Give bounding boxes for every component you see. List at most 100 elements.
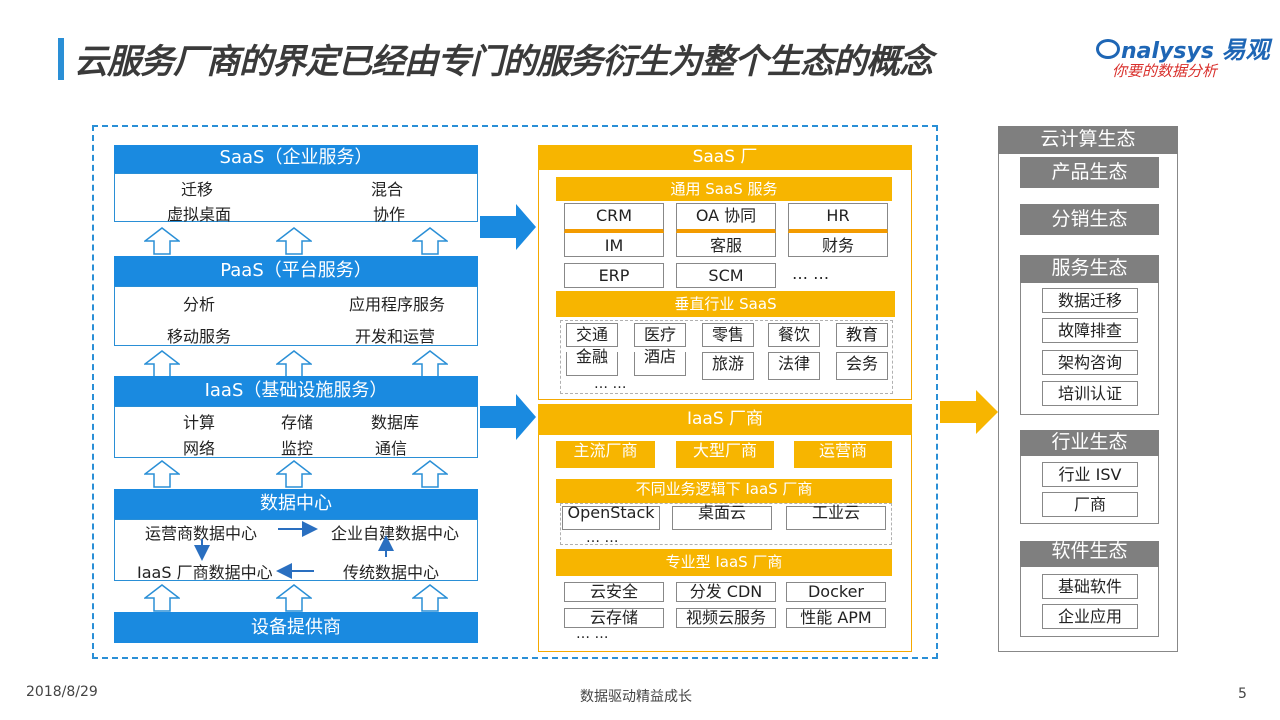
logic-iaas-cell: 工业云	[786, 505, 886, 530]
general-saas-cell: SCM	[676, 263, 776, 288]
vertical-saas-cell: 法律	[768, 352, 820, 380]
general-saas-cell: IM	[564, 233, 664, 257]
general-saas-cell: 财务	[788, 233, 888, 257]
general-saas-cell: 客服	[676, 233, 776, 257]
saas-vendor-head: SaaS 厂	[538, 145, 912, 170]
saas-item: 混合	[371, 180, 404, 199]
cloud-ecosystem-head: 云计算生态	[998, 126, 1178, 154]
up-arrow-icon	[276, 227, 312, 255]
logic-iaas-cell: 桌面云	[672, 505, 772, 530]
iaas-item: 监控	[281, 439, 314, 458]
saas-layer-head: SaaS（企业服务）	[114, 145, 478, 173]
device-provider-head: 设备提供商	[114, 612, 478, 643]
special-iaas-cell: 分发 CDN	[676, 582, 776, 602]
up-arrow-icon	[276, 460, 312, 488]
right-arrow-icon	[940, 390, 998, 434]
industry-ecosystem-head: 行业生态	[1020, 430, 1159, 456]
analysys-logo: nalysys 易观	[1096, 30, 1270, 65]
footer-date: 2018/8/29	[26, 684, 98, 700]
logo-text: nalysys	[1121, 39, 1214, 64]
logo-o-icon	[1096, 39, 1120, 59]
up-arrow-icon	[144, 460, 180, 488]
title-accent-bar	[58, 38, 64, 80]
cloud-vendor-frame	[92, 125, 938, 659]
industry-ecosystem-item: 厂商	[1042, 492, 1138, 517]
logic-iaas-more: … …	[586, 530, 619, 546]
up-arrow-icon	[144, 350, 180, 378]
iaas-type-cell: 运营商	[794, 441, 892, 468]
service-ecosystem-item: 架构咨询	[1042, 350, 1138, 375]
paas-item: 应用程序服务	[349, 295, 446, 314]
vertical-saas-cell: 旅游	[702, 352, 754, 380]
general-saas-cell: ERP	[564, 263, 664, 288]
software-ecosystem-head: 软件生态	[1020, 541, 1159, 567]
software-ecosystem-item: 基础软件	[1042, 574, 1138, 599]
vertical-saas-box	[560, 320, 893, 394]
iaas-item: 计算	[183, 413, 216, 432]
service-ecosystem-item: 培训认证	[1042, 381, 1138, 406]
datacenter-item: 企业自建数据中心	[331, 524, 460, 543]
datacenter-item: IaaS 厂商数据中心	[137, 563, 273, 582]
iaas-type-cell: 主流厂商	[556, 441, 655, 468]
special-iaas-cell: 云安全	[564, 582, 664, 602]
up-arrow-icon	[276, 350, 312, 378]
service-ecosystem-item: 故障排查	[1042, 318, 1138, 343]
iaas-layer-head: IaaS（基础设施服务）	[114, 376, 478, 406]
up-arrow-icon	[412, 584, 448, 612]
datacenter-layer-head: 数据中心	[114, 489, 478, 519]
special-iaas-cell: Docker	[786, 582, 886, 602]
logo-slogan: 你要的数据分析	[1112, 62, 1218, 80]
datacenter-flow-arrows	[194, 521, 394, 579]
up-arrow-icon	[412, 227, 448, 255]
footer-slogan: 数据驱动精益成长	[580, 689, 692, 705]
general-saas-cell: OA 协同	[676, 203, 776, 233]
paas-layer-box: 分析 应用程序服务 移动服务 开发和运营	[114, 286, 478, 346]
logo-cn: 易观	[1221, 36, 1270, 64]
vertical-saas-more: … …	[594, 376, 627, 392]
paas-layer-head: PaaS（平台服务）	[114, 256, 478, 286]
vertical-saas-cell: 交通	[566, 323, 618, 347]
vertical-saas-cell: 教育	[836, 323, 888, 347]
up-arrow-icon	[276, 584, 312, 612]
industry-ecosystem-item: 行业 ISV	[1042, 462, 1138, 487]
datacenter-item: 运营商数据中心	[145, 524, 258, 543]
page-number: 5	[1238, 686, 1247, 702]
distribution-ecosystem: 分销生态	[1020, 204, 1159, 235]
vertical-saas-cell: 金融	[566, 349, 618, 376]
iaas-vendor-head: IaaS 厂商	[538, 404, 912, 435]
special-iaas-cell: 云存储	[564, 608, 664, 628]
iaas-layer-box: 计算 存储 数据库 网络 监控 通信	[114, 406, 478, 458]
saas-item: 迁移	[181, 180, 214, 199]
saas-item: 虚拟桌面	[167, 205, 232, 224]
special-iaas-cell: 性能 APM	[786, 608, 886, 628]
general-saas-cell: CRM	[564, 203, 664, 233]
paas-item: 移动服务	[167, 327, 232, 346]
special-iaas-more: … …	[576, 626, 609, 642]
logic-iaas-cell: OpenStack	[562, 505, 660, 530]
special-iaas-head: 专业型 IaaS 厂商	[556, 549, 892, 576]
special-iaas-cell: 视频云服务	[676, 608, 776, 628]
general-saas-cell: HR	[788, 203, 888, 233]
paas-item: 开发和运营	[355, 327, 436, 346]
paas-item: 分析	[183, 295, 216, 314]
iaas-item: 数据库	[371, 413, 420, 432]
vertical-saas-head: 垂直行业 SaaS	[556, 291, 895, 317]
saas-layer-box: 迁移 混合 虚拟桌面 协作	[114, 173, 478, 224]
vertical-saas-cell: 会务	[836, 352, 888, 380]
page-title: 云服务厂商的界定已经由专门的服务衍生为整个生态的概念	[74, 42, 933, 82]
up-arrow-icon	[144, 227, 180, 255]
iaas-type-cell: 大型厂商	[676, 441, 774, 468]
general-saas-head: 通用 SaaS 服务	[556, 177, 892, 201]
general-saas-more: … …	[792, 264, 830, 283]
up-arrow-icon	[412, 350, 448, 378]
vertical-saas-cell: 餐饮	[768, 323, 820, 347]
datacenter-item: 传统数据中心	[343, 563, 440, 582]
logic-iaas-head: 不同业务逻辑下 IaaS 厂商	[556, 479, 892, 503]
saas-item: 协作	[373, 205, 406, 224]
service-ecosystem-head: 服务生态	[1020, 255, 1159, 283]
software-ecosystem-item: 企业应用	[1042, 604, 1138, 629]
vertical-saas-cell: 零售	[702, 323, 754, 347]
product-ecosystem: 产品生态	[1020, 157, 1159, 188]
vertical-saas-cell: 医疗	[634, 323, 686, 347]
vertical-saas-cell: 酒店	[634, 349, 686, 376]
